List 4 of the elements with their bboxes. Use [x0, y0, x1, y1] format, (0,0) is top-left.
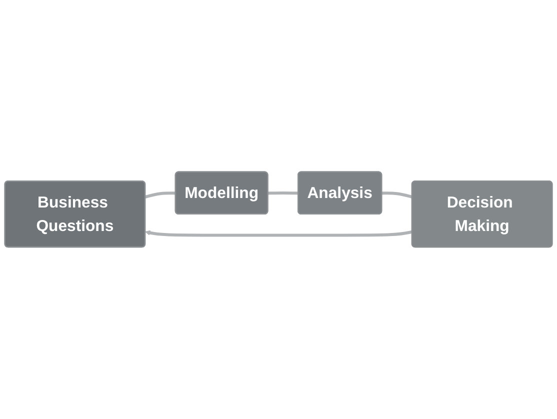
connector [382, 192, 413, 199]
arrow [145, 230, 413, 237]
connector [144, 192, 176, 199]
connector [268, 192, 298, 195]
